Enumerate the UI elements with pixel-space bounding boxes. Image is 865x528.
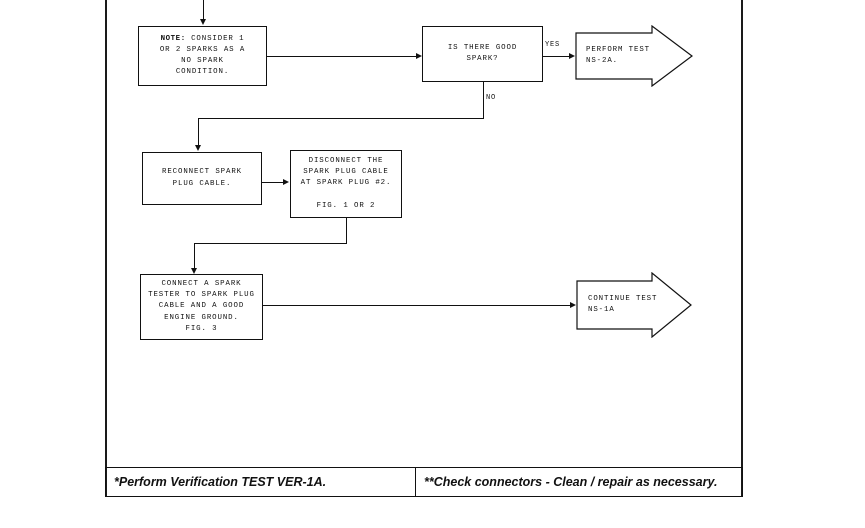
arrowhead-into-note [199, 19, 206, 25]
note-box-label-bold: NOTE: [160, 34, 186, 43]
edge-label-yes: YES [545, 41, 561, 49]
continue-test-label: CONTINUE TEST NS-1A [588, 295, 658, 315]
connector-no-branch-vertical [483, 82, 484, 118]
connect-tester-label: CONNECT A SPARK TESTER TO SPARK PLUG CAB… [148, 279, 255, 333]
arrowhead-reconnect-to-disconnect [283, 178, 289, 185]
connector-no-branch-horizontal [198, 118, 484, 119]
page-border-left [105, 0, 107, 497]
connector-note-to-decision [267, 56, 416, 57]
connector-disconnect-drop [346, 218, 347, 243]
decision-good-spark-box: IS THERE GOOD SPARK? [422, 26, 543, 82]
disconnect-cable-label: DISCONNECT THE SPARK PLUG CABLE AT SPARK… [300, 156, 392, 210]
connector-disconnect-to-connect [194, 243, 347, 244]
connector-reconnect-to-disconnect [262, 182, 284, 183]
connector-no-branch-drop [198, 118, 199, 145]
connector-yes-branch [543, 56, 571, 57]
arrowhead-note-to-decision [416, 52, 422, 59]
arrowhead-yes-branch [569, 52, 575, 59]
reconnect-cable-box: RECONNECT SPARK PLUG CABLE. [142, 152, 262, 205]
connector-connect-to-continue [263, 305, 571, 306]
perform-test-callout: PERFORM TEST NS-2A. [575, 25, 693, 87]
note-box-label: NOTE: CONSIDER 1 OR 2 SPARKS AS A NO SPA… [160, 34, 245, 79]
reconnect-cable-label: RECONNECT SPARK PLUG CABLE. [161, 168, 243, 188]
perform-test-label: PERFORM TEST NS-2A. [586, 46, 651, 66]
arrowhead-into-connect-tester [190, 268, 197, 274]
connector-into-note [203, 0, 204, 20]
perform-test-arrow-shape [575, 25, 693, 87]
connect-tester-box: CONNECT A SPARK TESTER TO SPARK PLUG CAB… [140, 274, 263, 340]
connector-into-connect-tester [194, 243, 195, 268]
arrowhead-into-reconnect [194, 145, 201, 151]
footer-note-left: *Perform Verification TEST VER-1A. [106, 468, 416, 496]
decision-good-spark-label: IS THERE GOOD SPARK? [447, 43, 518, 63]
note-box: NOTE: CONSIDER 1 OR 2 SPARKS AS A NO SPA… [138, 26, 267, 86]
footer-note-right: **Check connectors - Clean / repair as n… [424, 475, 718, 489]
page-border-right [741, 0, 743, 497]
disconnect-cable-box: DISCONNECT THE SPARK PLUG CABLE AT SPARK… [290, 150, 402, 218]
note-box-label-rest: CONSIDER 1 OR 2 SPARKS AS A NO SPARK CON… [159, 34, 246, 77]
arrowhead-connect-to-continue [570, 301, 576, 308]
edge-label-no: NO [486, 94, 497, 102]
continue-test-callout: CONTINUE TEST NS-1A [576, 272, 692, 338]
footer-notes: *Perform Verification TEST VER-1A. **Che… [105, 467, 743, 497]
continue-test-arrow-shape [576, 272, 692, 338]
